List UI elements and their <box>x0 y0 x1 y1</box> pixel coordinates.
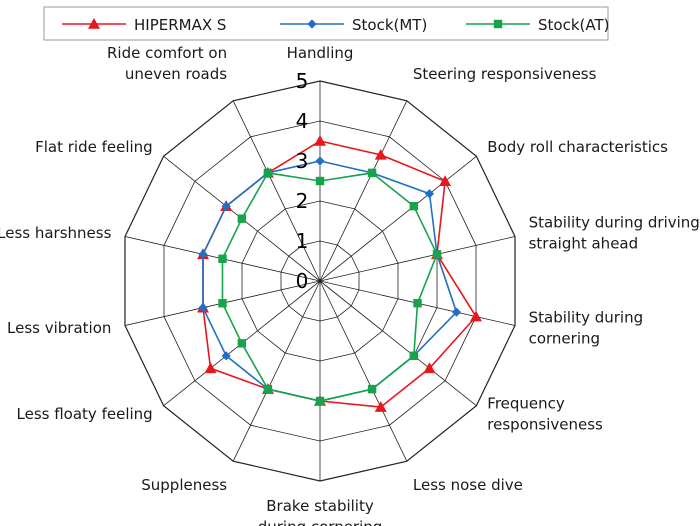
category-label: cornering <box>529 330 600 348</box>
data-point <box>314 135 326 146</box>
spoke <box>232 100 321 282</box>
series-1 <box>198 156 462 406</box>
category-label: Frequency <box>487 394 565 412</box>
legend-marker <box>493 19 503 29</box>
data-point <box>469 310 482 322</box>
data-point <box>263 168 273 178</box>
data-point <box>315 396 325 406</box>
spoke <box>232 280 321 462</box>
data-point <box>315 176 325 186</box>
data-point <box>315 156 325 166</box>
data-point <box>374 148 387 160</box>
category-label: Less nose dive <box>413 476 523 494</box>
category-label: Ride comfort on <box>107 44 227 62</box>
data-point <box>424 189 435 199</box>
legend-marker <box>88 18 100 29</box>
data-point <box>413 299 422 308</box>
data-point <box>221 351 231 361</box>
category-label: Flat ride feeling <box>35 138 153 156</box>
tick-label: 2 <box>296 189 309 213</box>
data-point <box>374 401 387 412</box>
legend: HIPERMAX S Stock(MT) Stock(AT) <box>43 6 609 41</box>
data-point <box>423 362 436 374</box>
data-point <box>221 201 231 211</box>
data-point <box>367 168 377 178</box>
legend-label: Stock(AT) <box>538 16 609 34</box>
data-point <box>409 201 419 211</box>
category-label: Steering responsiveness <box>413 65 597 83</box>
tick-label: 0 <box>296 269 309 293</box>
legend-label: HIPERMAX S <box>134 16 226 34</box>
data-point <box>218 254 227 263</box>
legend-marker <box>307 19 317 29</box>
category-label: uneven roads <box>125 65 227 83</box>
series-line <box>221 172 438 402</box>
series-layer <box>197 135 482 412</box>
data-point <box>204 362 217 374</box>
spoke <box>319 155 477 282</box>
tick-label: 4 <box>296 109 309 133</box>
category-label: Stability during <box>529 309 644 327</box>
tick-label: 3 <box>296 149 309 173</box>
data-point <box>198 303 208 313</box>
spoke <box>319 280 477 407</box>
category-label: Suppleness <box>141 476 227 494</box>
data-point <box>367 384 377 394</box>
legend-label: Stock(MT) <box>352 16 427 34</box>
legend-item: Stock(MT) <box>280 16 427 34</box>
data-point <box>218 299 227 308</box>
category-label: Stability during driving <box>529 213 700 231</box>
data-point <box>263 384 273 394</box>
legend-item: HIPERMAX S <box>62 16 226 34</box>
spoke <box>319 280 408 462</box>
data-point <box>237 339 247 348</box>
spoke <box>319 236 516 282</box>
category-label: Less vibration <box>7 319 111 337</box>
tick-label: 1 <box>296 229 309 253</box>
data-point <box>432 250 442 259</box>
series-line <box>202 160 458 402</box>
data-point <box>409 351 419 361</box>
spoke <box>319 100 408 282</box>
category-label: Handling <box>287 44 354 62</box>
category-label: Less harshness <box>0 224 112 242</box>
data-point <box>198 249 208 259</box>
category-label: responsiveness <box>487 415 603 433</box>
legend-item: Stock(AT) <box>466 16 609 34</box>
data-point <box>439 175 452 187</box>
category-label: straight ahead <box>529 234 639 252</box>
data-point <box>451 307 462 317</box>
category-label: Brake stability <box>266 497 374 515</box>
data-point <box>237 214 247 223</box>
category-label: Less floaty feeling <box>17 405 153 423</box>
tick-label: 5 <box>296 69 309 93</box>
series-line <box>202 140 477 408</box>
series-2 <box>218 168 442 406</box>
category-label: Body roll characteristics <box>487 138 668 156</box>
category-label: during cornering <box>258 518 383 526</box>
radial-tick-labels: 0 1 2 3 4 5 <box>296 69 309 293</box>
